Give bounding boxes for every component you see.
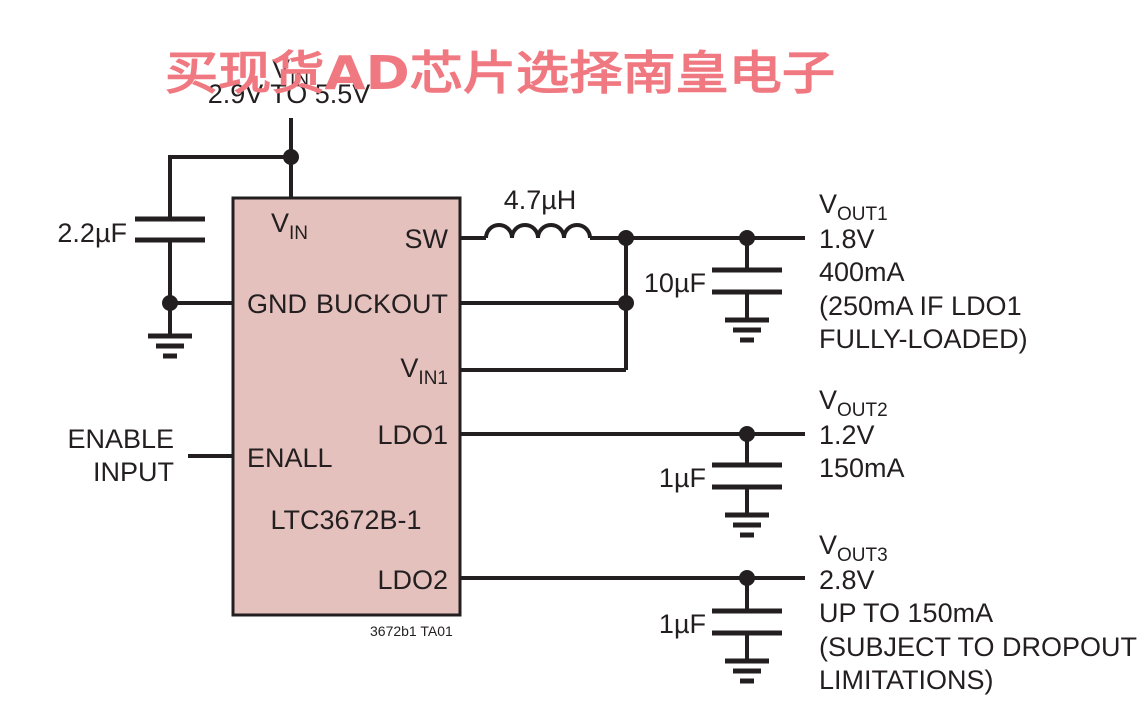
vout1-note-line1: (250mA IF LDO1: [819, 291, 1022, 321]
vout3-cap-value: 1µF: [659, 609, 706, 639]
vout2-voltage: 1.2V: [819, 420, 875, 450]
pin-buckout: BUCKOUT: [316, 289, 448, 319]
vout2-cap-value: 1µF: [659, 463, 706, 493]
inductor-symbol: [484, 223, 592, 239]
pin-vin: VIN: [271, 208, 308, 244]
vout1-voltage: 1.8V: [819, 224, 875, 254]
vout2-label: VOUT2: [819, 385, 888, 421]
chip-body: [231, 196, 462, 617]
vout1-note-line2: FULLY-LOADED): [819, 324, 1028, 354]
vout3-note-line2: LIMITATIONS): [819, 665, 994, 695]
pin-ldo2: LDO2: [377, 565, 448, 595]
supply-range: 2.9V TO 5.5V: [208, 79, 371, 109]
ground-symbol-vout3: [725, 658, 769, 684]
inductor-value: 4.7µH: [504, 185, 577, 215]
supply-label: VIN: [272, 54, 309, 90]
pin-vin1: VIN1: [400, 353, 448, 389]
ground-symbol-vout2: [725, 512, 769, 538]
figure-id: 3672b1 TA01: [370, 623, 453, 639]
vout1-current: 400mA: [819, 257, 905, 287]
pin-gnd: GND: [247, 289, 307, 319]
enable-label-line2: INPUT: [93, 457, 174, 487]
pin-ldo1: LDO1: [377, 420, 448, 450]
enable-label-line1: ENABLE: [67, 424, 174, 454]
ground-symbol-vout1: [725, 317, 769, 343]
input-cap-value: 2.2µF: [57, 218, 127, 248]
pin-sw: SW: [405, 224, 449, 254]
vout2-current: 150mA: [819, 453, 905, 483]
vout3-voltage: 2.8V: [819, 565, 875, 595]
vout3-current: UP TO 150mA: [819, 598, 993, 628]
pin-enall: ENALL: [247, 443, 333, 473]
ground-symbol-input: [148, 333, 192, 359]
vout1-label: VOUT1: [819, 189, 888, 225]
watermark-text: 买现货AD芯片选择南皇电子: [165, 46, 835, 100]
chip-part-number: LTC3672B-1: [270, 505, 421, 535]
vout3-label: VOUT3: [819, 530, 888, 566]
vout3-note-line1: (SUBJECT TO DROPOUT: [819, 632, 1137, 662]
vout1-cap-value: 10µF: [644, 268, 706, 298]
input-cap-top-wire: [168, 155, 291, 217]
